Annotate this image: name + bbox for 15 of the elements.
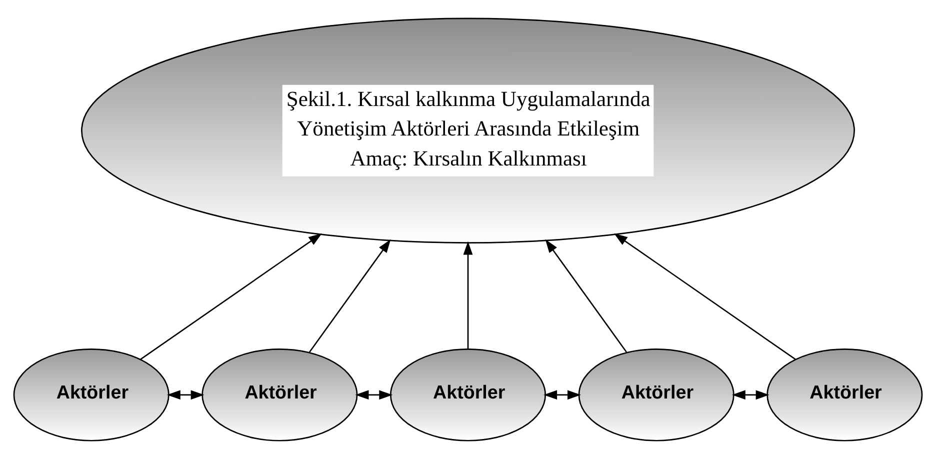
arrow [355, 390, 393, 400]
node-ellipse: Aktörler [390, 348, 546, 442]
arrow [545, 239, 628, 352]
node-ellipse: Aktörler [578, 348, 734, 442]
arrow [463, 241, 473, 349]
arrow [614, 233, 796, 360]
node-ellipse: Aktörler [13, 348, 170, 442]
node-ellipse: Aktörler [202, 348, 358, 442]
arrow [732, 390, 770, 400]
arrow [166, 390, 204, 400]
arrow [308, 239, 391, 352]
arrow [544, 390, 581, 400]
arrow [140, 233, 322, 360]
node-ellipse: Şekil.1. Kırsal kalkınma Uygulamalarında Yönetişim Aktörleri Arasında Etkileşim Amaç: Kırsalın Kalkınması [81, 18, 855, 244]
node-ellipse: Aktörler [766, 348, 923, 442]
